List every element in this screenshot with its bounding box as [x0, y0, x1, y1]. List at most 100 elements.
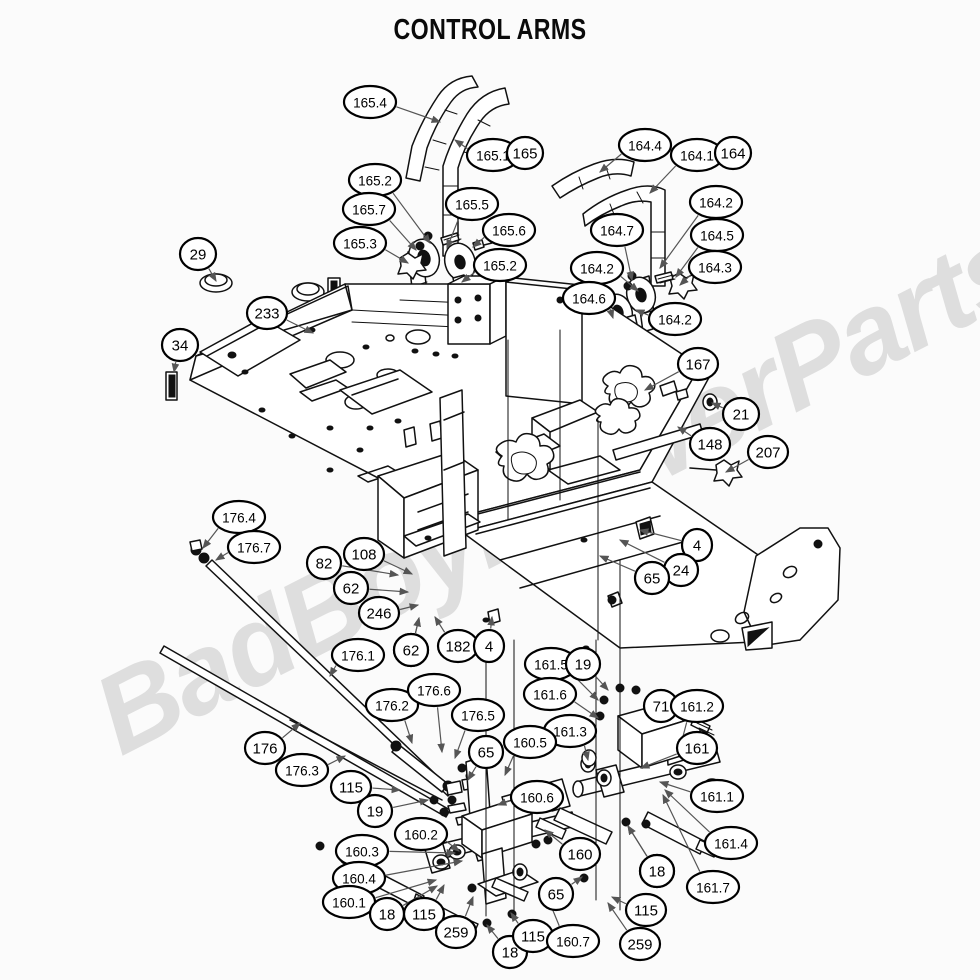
callout-bubble[interactable]	[393, 816, 449, 852]
callout-4[interactable]: 4	[472, 628, 506, 664]
callout-176-5[interactable]: 176.5	[450, 697, 506, 733]
callout-bubble[interactable]	[721, 396, 761, 432]
callout-bubble[interactable]	[472, 628, 506, 664]
callout-18[interactable]: 18	[491, 934, 529, 970]
callout-161-2[interactable]: 161.2	[669, 688, 725, 724]
callout-bubble[interactable]	[502, 724, 558, 760]
callout-bubble[interactable]	[472, 247, 528, 283]
callout-bubble[interactable]	[638, 853, 676, 889]
callout-bubble[interactable]	[675, 730, 719, 766]
callout-bubble[interactable]	[564, 646, 602, 682]
callout-176-1[interactable]: 176.1	[330, 637, 386, 673]
callout-164-3[interactable]: 164.3	[687, 249, 743, 285]
callout-164-5[interactable]: 164.5	[689, 217, 745, 253]
callout-160-2[interactable]: 160.2	[393, 816, 449, 852]
callout-160[interactable]: 160	[558, 836, 602, 872]
callout-bubble[interactable]	[703, 825, 759, 861]
callout-176-2[interactable]: 176.2	[364, 687, 420, 723]
callout-bubble[interactable]	[746, 434, 790, 470]
callout-160-6[interactable]: 160.6	[509, 779, 565, 815]
callout-bubble[interactable]	[392, 632, 430, 668]
callout-164-2[interactable]: 164.2	[569, 250, 625, 286]
callout-115[interactable]: 115	[511, 918, 555, 954]
callout-bubble[interactable]	[364, 687, 420, 723]
callout-65[interactable]: 65	[467, 734, 505, 770]
callout-bubble[interactable]	[444, 186, 500, 222]
callout-176[interactable]: 176	[243, 730, 287, 766]
callout-62[interactable]: 62	[332, 570, 370, 606]
callout-bubble[interactable]	[689, 778, 745, 814]
callout-161-6[interactable]: 161.6	[522, 676, 578, 712]
callout-161[interactable]: 161	[675, 730, 719, 766]
callout-259[interactable]: 259	[434, 914, 478, 950]
callout-34[interactable]: 34	[160, 327, 200, 363]
callout-bubble[interactable]	[356, 793, 394, 829]
callout-165-2[interactable]: 165.2	[347, 162, 403, 198]
callout-176-4[interactable]: 176.4	[211, 499, 267, 535]
callout-bubble[interactable]	[332, 225, 388, 261]
callout-233[interactable]: 233	[245, 295, 289, 331]
callout-246[interactable]: 246	[357, 595, 401, 631]
callout-108[interactable]: 108	[342, 536, 386, 572]
callout-176-6[interactable]: 176.6	[406, 672, 462, 708]
callout-148[interactable]: 148	[688, 426, 732, 462]
callout-18[interactable]: 18	[368, 896, 406, 932]
callout-bubble[interactable]	[305, 545, 343, 581]
callout-bubble[interactable]	[329, 769, 373, 805]
callout-bubble[interactable]	[160, 327, 200, 363]
callout-bubble[interactable]	[357, 595, 401, 631]
callout-165-5[interactable]: 165.5	[444, 186, 500, 222]
callout-115[interactable]: 115	[624, 892, 668, 928]
callout-165-3[interactable]: 165.3	[332, 225, 388, 261]
callout-bubble[interactable]	[434, 914, 478, 950]
callout-bubble[interactable]	[342, 536, 386, 572]
callout-bubble[interactable]	[687, 249, 743, 285]
callout-161-4[interactable]: 161.4	[703, 825, 759, 861]
callout-bubble[interactable]	[676, 346, 720, 382]
callout-167[interactable]: 167	[676, 346, 720, 382]
callout-160-3[interactable]: 160.3	[334, 833, 390, 869]
callout-160-5[interactable]: 160.5	[502, 724, 558, 760]
callout-bubble[interactable]	[245, 295, 289, 331]
callout-176-7[interactable]: 176.7	[226, 529, 282, 565]
callout-29[interactable]: 29	[178, 236, 218, 272]
callout-bubble[interactable]	[617, 127, 673, 163]
callout-bubble[interactable]	[624, 892, 668, 928]
callout-bubble[interactable]	[685, 869, 741, 905]
callout-bubble[interactable]	[688, 426, 732, 462]
callout-65[interactable]: 65	[633, 560, 671, 596]
callout-165-7[interactable]: 165.7	[341, 191, 397, 227]
callout-bubble[interactable]	[589, 212, 645, 248]
callout-165[interactable]: 165	[505, 135, 545, 171]
callout-164-7[interactable]: 164.7	[589, 212, 645, 248]
callout-161-7[interactable]: 161.7	[685, 869, 741, 905]
callout-bubble[interactable]	[633, 560, 671, 596]
callout-164-4[interactable]: 164.4	[617, 127, 673, 163]
callout-115[interactable]: 115	[402, 896, 446, 932]
callout-161-5[interactable]: 161.5	[523, 646, 579, 682]
callout-bubble[interactable]	[558, 836, 602, 872]
callout-bubble[interactable]	[406, 672, 462, 708]
callout-bubble[interactable]	[505, 135, 545, 171]
callout-115[interactable]: 115	[329, 769, 373, 805]
callout-bubble[interactable]	[713, 135, 753, 171]
callout-207[interactable]: 207	[746, 434, 790, 470]
callout-176-3[interactable]: 176.3	[274, 752, 330, 788]
callout-bubble[interactable]	[402, 896, 446, 932]
callout-bubble[interactable]	[561, 280, 617, 316]
callout-24[interactable]: 24	[662, 552, 700, 588]
callout-bubble[interactable]	[481, 212, 537, 248]
callout-164-1[interactable]: 164.1	[669, 137, 725, 173]
callout-bubble[interactable]	[226, 529, 282, 565]
callout-164[interactable]: 164	[713, 135, 753, 171]
callout-18[interactable]: 18	[638, 853, 676, 889]
callout-164-6[interactable]: 164.6	[561, 280, 617, 316]
callout-164-2[interactable]: 164.2	[688, 184, 744, 220]
callout-21[interactable]: 21	[721, 396, 761, 432]
callout-bubble[interactable]	[545, 923, 601, 959]
callout-bubble[interactable]	[243, 730, 287, 766]
callout-164-2[interactable]: 164.2	[647, 301, 703, 337]
callout-4[interactable]: 4	[680, 527, 714, 563]
callout-bubble[interactable]	[618, 926, 662, 962]
callout-161-3[interactable]: 161.3	[542, 713, 598, 749]
